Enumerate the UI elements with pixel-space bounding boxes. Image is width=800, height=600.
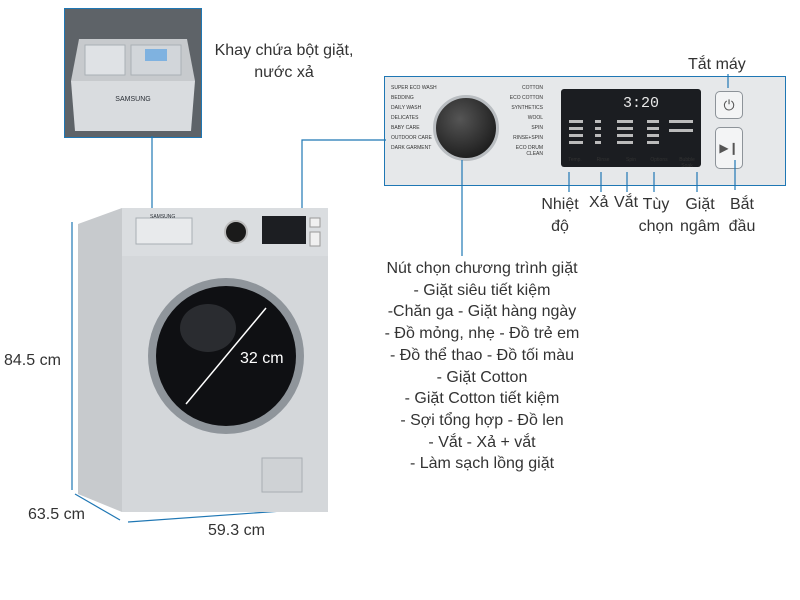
detergent-drawer-drawing: SAMSUNG — [65, 9, 201, 137]
drawer-caption-line2: nước xả — [254, 64, 314, 81]
program-label: BEDDING — [391, 95, 414, 101]
program-label: SPIN — [531, 125, 543, 131]
rinse-button[interactable]: Rinse — [596, 157, 610, 163]
start-label-line1: Bắt — [729, 196, 754, 213]
program-label: DARK GARMENT — [391, 145, 432, 151]
dial-item: - Làm sạch lồng giặt — [409, 455, 555, 473]
programs-left: SUPER ECO WASH BEDDING DAILY WASH DELICA… — [391, 85, 437, 155]
drawer-brand-text: SAMSUNG — [115, 96, 150, 103]
options-label-line2: chọn — [638, 218, 674, 235]
power-label: Tắt máy — [688, 56, 746, 73]
program-label: BABY CARE — [391, 125, 420, 131]
soak-label-line2: ngâm — [679, 218, 721, 235]
dial-item: - Sợi tổng hợp - Đồ len — [400, 411, 564, 429]
spin-label: Vắt — [614, 194, 639, 211]
dial-item: - Giặt siêu tiết kiệm — [413, 281, 551, 299]
program-label: SUPER ECO WASH — [391, 85, 437, 91]
detergent-drawer-image: SAMSUNG — [64, 8, 202, 138]
display-time: 3:20 — [623, 95, 660, 112]
program-label: ECO DRUM CLEAN — [515, 145, 543, 157]
display-indicators — [569, 120, 693, 144]
options-button[interactable]: Options — [650, 157, 668, 163]
dial-item: - Giặt Cotton — [436, 368, 528, 386]
dial-item: - Đồ thể thao - Đồ tối màu — [389, 346, 575, 364]
program-label: RINSE+SPIN — [513, 135, 543, 141]
program-label: ECO COTTON — [509, 95, 543, 101]
washing-machine-drawing — [78, 208, 328, 512]
spin-button[interactable]: Spin — [625, 157, 636, 163]
door-dimension: 32 cm — [240, 350, 284, 367]
power-button[interactable]: ⏻ — [715, 91, 743, 119]
program-label: WOOL — [527, 115, 543, 121]
dial-item: -Chăn ga - Giặt hàng ngày — [387, 303, 577, 321]
dial-item: - Giặt Cotton tiết kiệm — [404, 390, 560, 408]
dial-item: - Đồ mỏng, nhẹ - Đồ trẻ em — [384, 325, 580, 343]
dial-title: Nút chọn chương trình giặt — [386, 260, 578, 277]
rinse-label: Xả — [589, 194, 609, 211]
power-icon: ⏻ — [723, 96, 735, 113]
program-label: COTTON — [521, 85, 543, 91]
temp-label-line1: Nhiệt — [541, 196, 579, 213]
program-label: SYNTHETICS — [511, 105, 543, 111]
control-panel-image: SUPER ECO WASH BEDDING DAILY WASH DELICA… — [384, 76, 786, 186]
temp-label: Nhiệt độ — [534, 194, 586, 238]
program-label: DELICATES — [391, 115, 419, 121]
width-dimension: 59.3 cm — [208, 522, 265, 539]
washing-machine — [78, 208, 338, 535]
program-dial[interactable] — [433, 95, 499, 161]
start-label-line2: đầu — [728, 218, 756, 235]
soak-label: Giặt ngâm — [678, 194, 722, 238]
drawer-caption-line1: Khay chứa bột giặt, — [214, 42, 354, 59]
program-label: OUTDOOR CARE — [391, 135, 432, 141]
machine-brand: SAMSUNG — [150, 214, 176, 220]
height-dimension: 84.5 cm — [4, 352, 61, 369]
start-label: Bắt đầu — [724, 194, 760, 238]
program-label: DAILY WASH — [391, 105, 422, 111]
temp-button[interactable]: Temp. — [568, 157, 582, 163]
soak-label-line1: Giặt — [685, 196, 715, 213]
depth-dimension: 63.5 cm — [28, 506, 85, 523]
drawer-caption: Khay chứa bột giặt, nước xả — [204, 40, 364, 84]
dial-description: Nút chọn chương trình giặt - Giặt siêu t… — [362, 258, 602, 475]
programs-right: COTTON ECO COTTON SYNTHETICS WOOL SPIN R… — [501, 85, 543, 161]
temp-label-line2: độ — [551, 218, 569, 235]
options-label: Tùy chọn — [636, 194, 676, 238]
bubble-soak-button[interactable]: Bubble Soak — [679, 157, 695, 169]
dial-item: - Vắt - Xả + vắt — [428, 433, 536, 451]
start-pause-button[interactable]: ▶❙ — [715, 127, 743, 169]
display-screen: 3:20 — [561, 89, 701, 167]
options-label-line1: Tùy — [642, 196, 670, 213]
play-pause-icon: ▶❙ — [719, 141, 739, 155]
